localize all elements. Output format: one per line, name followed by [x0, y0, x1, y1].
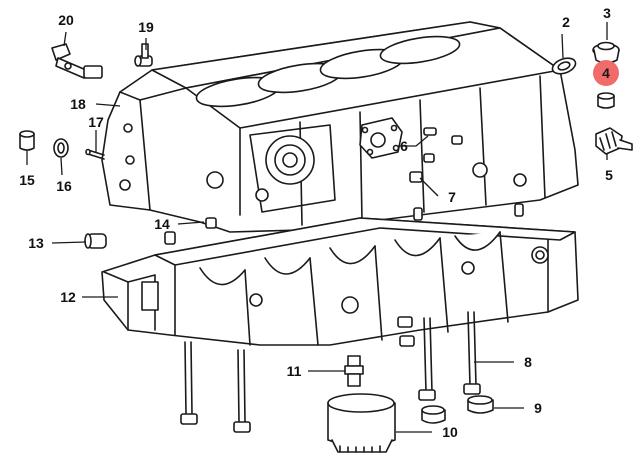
washer-16	[53, 138, 69, 158]
pin-17	[85, 148, 105, 160]
plug-19	[134, 43, 153, 67]
callout-20[interactable]: 20	[58, 12, 74, 28]
callout-3[interactable]: 3	[603, 5, 611, 21]
sleeve-4	[597, 92, 615, 109]
callout-17[interactable]: 17	[88, 114, 104, 130]
plug-13	[84, 233, 107, 249]
callout-15[interactable]: 15	[19, 172, 35, 188]
callout-5[interactable]: 5	[605, 167, 613, 183]
filter-threaded-nipple	[344, 355, 364, 387]
seal-2	[551, 57, 577, 75]
crankcase-lower-half	[101, 203, 579, 347]
sender-5	[595, 127, 633, 155]
callout-19[interactable]: 19	[138, 19, 154, 35]
callout-7[interactable]: 7	[448, 189, 456, 205]
callout-12[interactable]: 12	[60, 289, 76, 305]
oil-filter	[327, 393, 396, 453]
callout-11[interactable]: 11	[286, 363, 302, 379]
cap-3	[592, 41, 620, 64]
callout-6[interactable]: 6	[400, 138, 408, 154]
callout-8[interactable]: 8	[524, 354, 532, 370]
washer-15	[19, 130, 35, 151]
callout-18[interactable]: 18	[70, 96, 86, 112]
dowel-sleeves	[421, 395, 494, 424]
callout-4-highlighted[interactable]: 4	[593, 60, 619, 86]
callout-13[interactable]: 13	[28, 235, 44, 251]
callout-9[interactable]: 9	[534, 400, 542, 416]
callout-16[interactable]: 16	[56, 178, 72, 194]
leader-lines	[26, 22, 608, 433]
main-bearing-bolts	[180, 311, 481, 433]
cylinder-block	[101, 21, 579, 233]
sensor-20	[51, 43, 103, 79]
callout-14[interactable]: 14	[154, 216, 170, 232]
callout-10[interactable]: 10	[442, 424, 458, 440]
callout-2[interactable]: 2	[562, 14, 570, 30]
